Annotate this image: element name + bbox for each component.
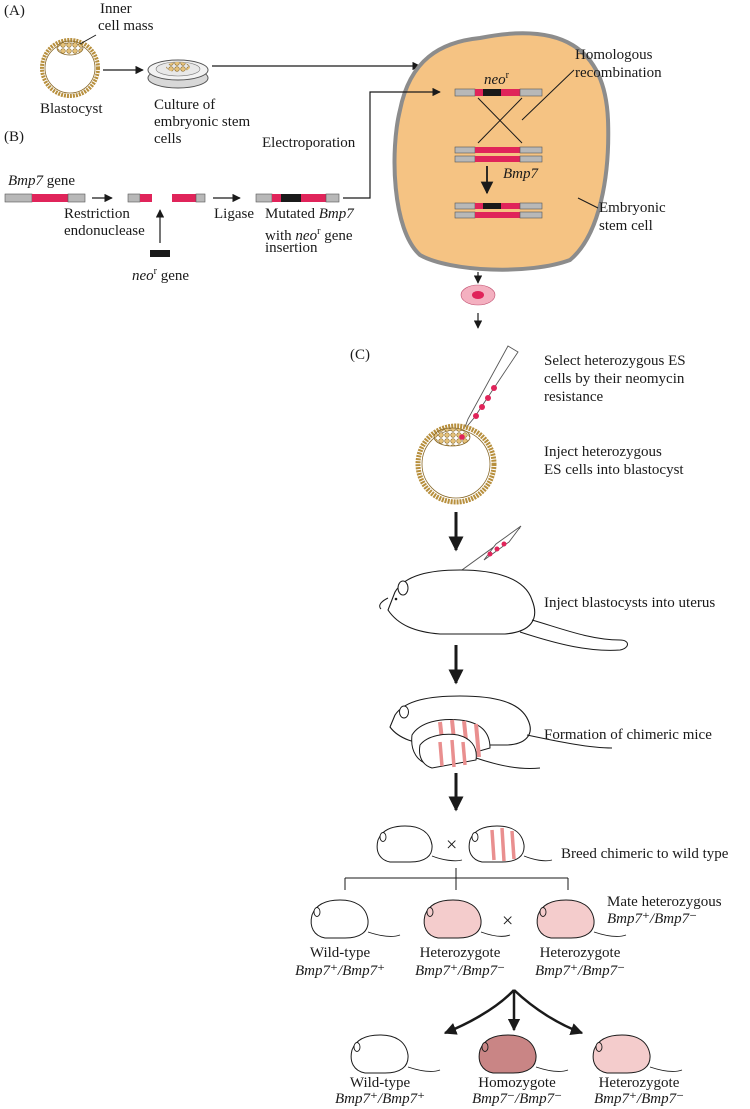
gen2-geno-homo: Bmp7⁻/Bmp7⁻ bbox=[472, 1091, 562, 1107]
inner-cell-mass-label-2: cell mass bbox=[98, 18, 154, 34]
mate-genotype: Bmp7⁺/Bmp7⁻ bbox=[607, 911, 697, 927]
blastocyst-c bbox=[415, 423, 497, 505]
neo-label-cell: neor bbox=[484, 70, 510, 88]
mutated-label-2: with neor gene bbox=[265, 226, 353, 244]
crossover-line-2 bbox=[477, 97, 523, 144]
ligase-label: Ligase bbox=[214, 206, 254, 222]
mouse-gen1-wild bbox=[310, 899, 401, 939]
bmp7-gene-bar bbox=[4, 193, 86, 203]
gen2-label-wild: Wild-type bbox=[349, 1075, 411, 1091]
culture-dish bbox=[147, 59, 209, 89]
blastocyst-label: Blastocyst bbox=[40, 101, 103, 117]
mouse-gen1-het-1 bbox=[423, 899, 511, 939]
inner-cell-mass-label-1: Inner bbox=[100, 1, 132, 17]
mouse-gen2-homo bbox=[478, 1034, 569, 1074]
chromosome-top bbox=[454, 88, 543, 97]
select-label-2: cells by their neomycin bbox=[544, 371, 685, 387]
inject-es-label-1: Inject heterozygous bbox=[544, 444, 662, 460]
mutated-label-3: insertion bbox=[265, 240, 318, 256]
gen1-label-het-2: Heterozygote bbox=[539, 945, 621, 961]
gen1-geno-wild: Bmp7⁺/Bmp7⁺ bbox=[295, 963, 385, 979]
neo-gene-label: neor gene bbox=[132, 266, 190, 284]
bmp7-gene-label: Bmp7 gene bbox=[8, 173, 76, 189]
chromosome-bottom bbox=[454, 202, 543, 219]
mutated-gene-bar bbox=[255, 193, 340, 203]
embryonic-label-1: Embryonic bbox=[599, 200, 666, 216]
electroporation-label: Electroporation bbox=[262, 135, 356, 151]
icm-pointer bbox=[79, 34, 97, 45]
gen2-label-homo: Homozygote bbox=[478, 1075, 556, 1091]
breed-label: Breed chimeric to wild type bbox=[561, 846, 729, 862]
inject-uterus-label: Inject blastocysts into uterus bbox=[544, 595, 716, 611]
blastocyst-a bbox=[40, 38, 100, 98]
stem-cell-pointer bbox=[577, 197, 599, 209]
panel-label-b: (B) bbox=[4, 129, 24, 145]
branch-arrows bbox=[443, 989, 584, 1036]
syringe bbox=[454, 525, 522, 576]
neo-gene-block bbox=[150, 250, 170, 257]
es-cell-nucleus bbox=[472, 291, 484, 299]
mouse-gen1-het-2 bbox=[536, 899, 627, 939]
chromosome-middle bbox=[454, 146, 543, 163]
homologous-label-2: recombination bbox=[575, 65, 662, 81]
mice-chimeric bbox=[389, 695, 613, 769]
mutated-label-1: Mutated Bmp7 bbox=[265, 206, 354, 222]
cut-gene-fragments bbox=[127, 193, 206, 203]
mate-label: Mate heterozygous bbox=[607, 894, 722, 910]
mouse-gen2-wild bbox=[350, 1034, 441, 1074]
micropipette bbox=[463, 345, 519, 431]
gen1-geno-het-1: Bmp7⁺/Bmp7⁻ bbox=[415, 963, 505, 979]
inject-es-label-2: ES cells into blastocyst bbox=[544, 462, 684, 478]
gen1-label-wild: Wild-type bbox=[309, 945, 371, 961]
mouse-gen2-het bbox=[592, 1034, 683, 1074]
culture-label-3: cells bbox=[154, 131, 182, 147]
embryonic-label-2: stem cell bbox=[599, 218, 653, 234]
mouse-breed-chimeric bbox=[468, 825, 553, 863]
gen2-geno-wild: Bmp7⁺/Bmp7⁺ bbox=[335, 1091, 425, 1107]
culture-label-1: Culture of bbox=[154, 97, 216, 113]
panel-label-c: (C) bbox=[350, 347, 370, 363]
cross-symbol-2: × bbox=[502, 910, 514, 932]
restriction-label-1: Restriction bbox=[64, 206, 130, 222]
arrow-electroporation bbox=[343, 87, 441, 199]
cross-symbol-1: × bbox=[446, 834, 458, 856]
mouse-breed-wild bbox=[376, 825, 463, 863]
gen1-geno-het-2: Bmp7⁺/Bmp7⁻ bbox=[535, 963, 625, 979]
bmp7-label-cell: Bmp7 bbox=[503, 166, 538, 182]
panel-label-a: (A) bbox=[4, 3, 25, 19]
restriction-label-2: endonuclease bbox=[64, 223, 145, 239]
gen1-label-het-1: Heterozygote bbox=[419, 945, 501, 961]
select-label-1: Select heterozygous ES bbox=[544, 353, 686, 369]
gen2-geno-het: Bmp7⁺/Bmp7⁻ bbox=[594, 1091, 684, 1107]
homologous-pointer bbox=[521, 69, 575, 121]
homologous-label-1: Homologous bbox=[575, 47, 653, 63]
offspring-bracket bbox=[344, 868, 569, 890]
chimeric-label: Formation of chimeric mice bbox=[544, 727, 712, 743]
mouse-uterus bbox=[379, 569, 628, 651]
culture-label-2: embryonic stem bbox=[154, 114, 251, 130]
select-label-3: resistance bbox=[544, 389, 604, 405]
gen2-label-het: Heterozygote bbox=[598, 1075, 680, 1091]
